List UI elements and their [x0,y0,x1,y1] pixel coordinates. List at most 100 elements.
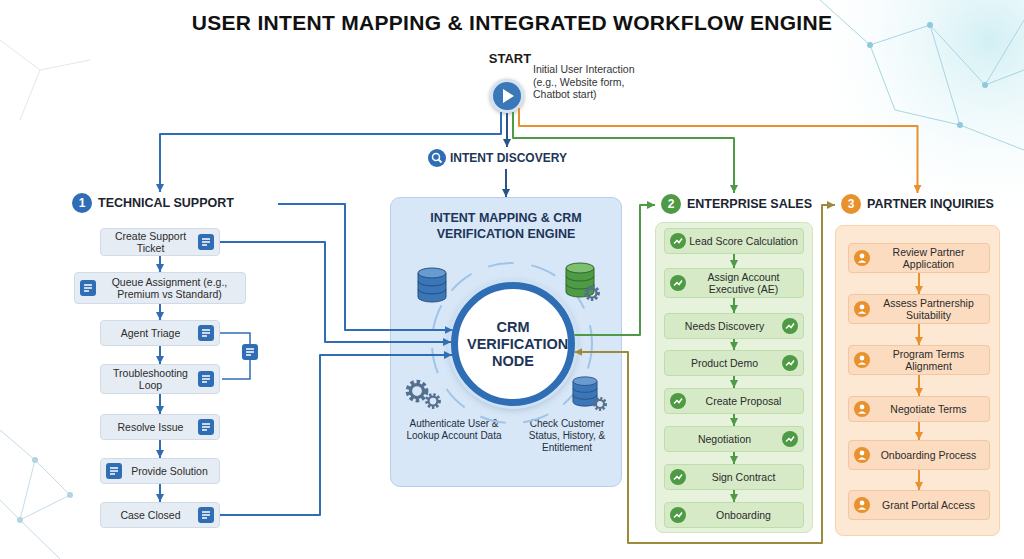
workflow-column: 2 ENTERPRISE SALES Lead Score CalculationA… [655,193,813,533]
process-box: Product Demo [664,350,804,376]
step-label: Program Terms Alignment [873,348,984,372]
step-icon [80,280,96,296]
connector-arrow [159,440,161,458]
callout-number: 2 [661,194,681,214]
process-box: Program Terms Alignment [848,345,990,375]
column-heading: ENTERPRISE SALES [687,197,812,211]
network-dot [927,22,933,28]
start-description: Initial User Interaction (e.g., Website … [533,63,653,101]
step-icon [198,234,214,250]
process-box: Review Partner Application [848,243,990,273]
callout-number: 3 [841,194,861,214]
workflow-column: 3 PARTNER INQUIRIES Review Partner Applica… [835,193,1000,536]
workflow-column: 1TECHNICAL SUPPORTCreate Support TicketQ… [66,192,278,532]
process-box: Assess Partnership Suitability [848,294,990,324]
column-heading: PARTNER INQUIRIES [867,197,994,211]
network-lines [820,0,1024,150]
step-label: Onboarding Process [881,449,977,461]
cycle-ring [432,263,592,423]
step-label: Negotiate Terms [890,403,966,415]
connector-arrow [574,205,835,543]
step-icon [198,371,214,387]
step-label: Create Proposal [706,395,782,407]
connector-arrow [733,339,735,350]
process-box: Needs Discovery [664,313,804,339]
network-lines [0,430,70,559]
play-symbol [503,89,514,103]
database-symbol [566,263,594,297]
process-box: Onboarding Process [848,440,990,470]
connector-arrow [220,242,451,342]
network-dot [67,492,73,498]
connector-arrow [160,112,501,192]
process-box: Case Closed [100,502,220,528]
step-label: Provide Solution [131,465,207,477]
step-label: Review Partner Application [873,246,984,270]
connector-arrow [918,273,920,294]
connector-arrow [159,346,161,364]
intent-label: INTENT DISCOVERY [450,151,567,165]
connector-arrow [506,113,508,147]
step-icon [782,431,798,447]
step-icon [782,318,798,334]
network-dot [867,42,873,48]
process-box: Sign Contract [664,464,804,490]
step-label: Grant Portal Access [882,499,975,511]
process-box: Troubleshooting Loop [100,364,220,394]
connector-arrow [733,452,735,464]
gear-symbol [595,399,606,410]
engine-note: Authenticate User & Lookup Account Data [395,418,513,442]
process-box: Negotiate Terms [848,396,990,422]
process-box: Provide Solution [100,458,220,484]
step-label: Queue Assignment (e.g., Premium vs Stand… [99,276,240,300]
search-icon-disc [428,149,446,167]
verification-circle: CRM VERIFICATION NODE [451,282,575,406]
connector-arrow [918,324,920,345]
process-box: Onboarding [664,502,804,528]
step-label: Negotiation [698,433,751,445]
process-box: Assign Account Executive (AE) [664,268,804,298]
connector-arrow [733,376,735,388]
connector-arrow [733,298,735,313]
connector-arrow [513,112,734,193]
process-box: Create Proposal [664,388,804,414]
network-dot [17,517,23,523]
connector-arrow [159,484,161,502]
search-icon-handle [439,160,442,163]
step-icon [854,250,870,266]
step-icon [854,447,870,463]
step-label: Troubleshooting Loop [106,367,195,391]
corner-glow [800,0,1024,230]
step-label: Lead Score Calculation [689,235,798,247]
engine-note: Check Customer Status, History, & Entitl… [515,418,619,454]
step-icon [854,401,870,417]
connector-arrow [159,304,161,320]
diagram-title: USER INTENT MAPPING & INTEGRATED WORKFLO… [0,11,1024,35]
step-icon [198,419,214,435]
connector-arrow [278,204,453,330]
step-icon [670,233,686,249]
process-box: Lead Score Calculation [664,228,804,254]
intent-step: INTENT DISCOVERY [424,147,576,169]
gear-symbol [408,382,425,399]
connector-arrow [733,414,735,426]
connector-arrow [220,355,452,515]
process-box: Create Support Ticket [100,228,220,256]
step-label: Sign Contract [712,471,776,483]
connector-arrow [505,169,507,197]
step-label: Assess Partnership Suitability [873,297,984,321]
connector-arrow [519,108,918,193]
connector-arrow [918,375,920,396]
engine-title: INTENT MAPPING & CRM VERIFICATION ENGINE [403,210,609,242]
process-box: Agent Triage [100,320,220,346]
column-heading: TECHNICAL SUPPORT [98,196,234,210]
database-symbol [418,268,446,302]
step-icon [854,352,870,368]
process-box: Resolve Issue [100,414,220,440]
connector-arrow [159,394,161,414]
process-box: Queue Assignment (e.g., Premium vs Stand… [74,272,246,304]
network-dot [32,457,38,463]
step-icon [670,469,686,485]
